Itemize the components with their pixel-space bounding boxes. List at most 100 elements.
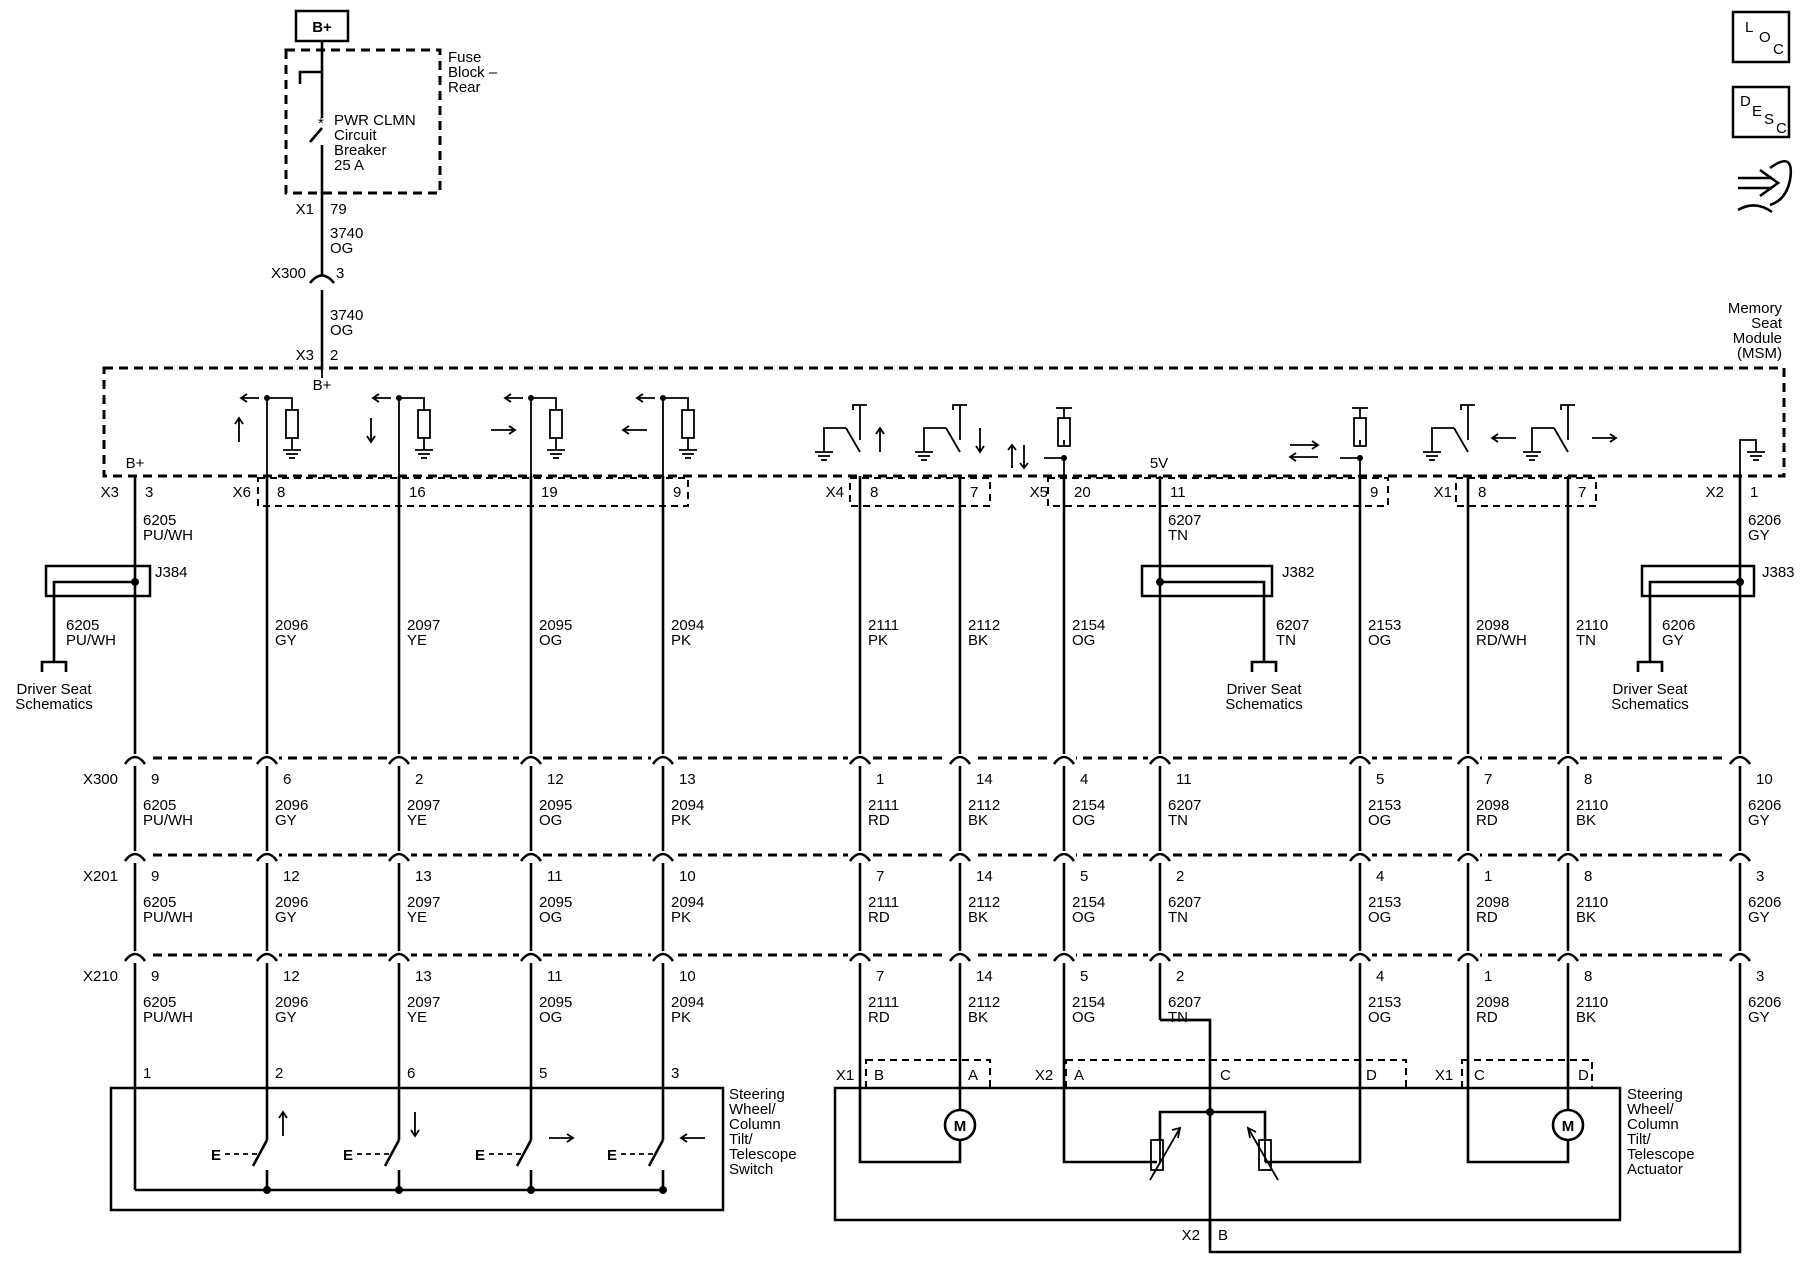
msm-title-1: Memory	[1728, 300, 1783, 317]
seg-wire-color-1-8: TN	[1168, 909, 1188, 926]
seg-wire-num-0-8: 6207	[1168, 797, 1201, 814]
inline-pin-1-5: 7	[876, 868, 884, 885]
msm-connector-7: X5	[1030, 484, 1048, 501]
upper-wire-num-11: 2110	[1576, 617, 1608, 634]
actuator-title-4: Tilt/	[1627, 1131, 1651, 1148]
seg-wire-color-2-6: BK	[968, 1009, 988, 1026]
msm-connector-5: X4	[826, 484, 844, 501]
inline-conn-label-2: X210	[83, 968, 118, 985]
breaker-line-4: 25 A	[334, 157, 364, 174]
switch-title-3: Column	[729, 1116, 781, 1133]
seg-wire-num-1-11: 2110	[1576, 894, 1608, 911]
msm-pin-6: 7	[970, 484, 978, 501]
upper-wire-num-7: 2154	[1072, 617, 1105, 634]
inline-pin-0-9: 5	[1376, 771, 1384, 788]
act-x2: X2	[1035, 1067, 1053, 1084]
seg-wire-num-2-8: 6207	[1168, 994, 1201, 1011]
splice-j384	[44, 564, 152, 598]
seg-wire-color-1-9: OG	[1368, 909, 1391, 926]
upper-wire-color-5: PK	[868, 632, 888, 649]
tilt-telescope-switch: Steering Wheel/ Column Tilt/ Telescope S…	[109, 1086, 797, 1212]
seg-wire-num-1-5: 2111	[868, 894, 899, 911]
loc-letter-c: C	[1773, 41, 1784, 58]
splice-schematic-2-1: Schematics	[1225, 696, 1303, 713]
act-pin-a: A	[968, 1067, 978, 1084]
act-x1-pin-c: C	[1474, 1067, 1485, 1084]
upper-wire-color-11: TN	[1576, 632, 1596, 649]
seg-wire-color-2-9: OG	[1368, 1009, 1391, 1026]
desc-letter-s: S	[1764, 111, 1774, 128]
telescope-position-arrows-icon	[1288, 440, 1320, 462]
fuse-block-line-3: Rear	[448, 79, 481, 96]
msm-pin-5: 8	[870, 484, 878, 501]
seg-wire-color-2-10: RD	[1476, 1009, 1498, 1026]
x1-connector-label: X1	[296, 201, 314, 218]
seg-wire-color-2-1: GY	[275, 1009, 297, 1026]
inline-pin-1-2: 13	[415, 868, 432, 885]
seg-wire-color-1-11: BK	[1576, 909, 1596, 926]
seg-wire-num-0-1: 2096	[275, 797, 308, 814]
inline-pin-0-0: 9	[151, 771, 159, 788]
tilt-motor-label: M	[954, 1118, 967, 1135]
seg-wire-color-2-2: YE	[407, 1009, 427, 1026]
msm-pin-4: 9	[673, 484, 681, 501]
breaker-line-3: Breaker	[334, 142, 387, 159]
msm-pin-0: 3	[145, 484, 153, 501]
msm-pin-9: 9	[1370, 484, 1378, 501]
switch-title-5: Telescope	[729, 1146, 797, 1163]
seg-wire-num-0-0: 6205	[143, 797, 176, 814]
seg-wire-color-2-11: BK	[1576, 1009, 1596, 1026]
seg-wire-color-0-10: RD	[1476, 812, 1498, 829]
seg-wire-num-1-10: 2098	[1476, 894, 1509, 911]
upper-wire-num-1: 2096	[275, 617, 308, 634]
inline-conn-label-1: X201	[83, 868, 118, 885]
act-x2-bottom-pin: B	[1218, 1227, 1228, 1244]
switch-pin-4: 3	[671, 1065, 679, 1082]
actuator-title-1: Steering	[1627, 1086, 1683, 1103]
inline-pin-2-0: 9	[151, 968, 159, 985]
seg-wire-num-1-12: 6206	[1748, 894, 1781, 911]
fuse-block-line-2: Block –	[448, 64, 498, 81]
seg-wire-color-1-6: BK	[968, 909, 988, 926]
seg-wire-color-1-1: GY	[275, 909, 297, 926]
inline-pin-1-4: 10	[679, 868, 696, 885]
loc-icon[interactable]	[1731, 10, 1791, 64]
splice-j382	[1140, 564, 1274, 598]
splice-schematic-1-1: Driver Seat	[1226, 681, 1302, 698]
tilt-position-arrows-icon	[1007, 443, 1029, 470]
inline-pin-0-11: 8	[1584, 771, 1592, 788]
power-feed: B+ Fuse Block – Rear * PWR CLMN Circuit …	[271, 9, 498, 394]
breaker-line-1: PWR CLMN	[334, 112, 416, 129]
seg-wire-num-2-5: 2111	[868, 994, 899, 1011]
msm-outline	[102, 366, 1786, 478]
splice-j383	[1640, 564, 1756, 598]
seg-wire-num-2-6: 2112	[968, 994, 1000, 1011]
msm-title-2: Seat	[1751, 315, 1783, 332]
seg-wire-num-2-10: 2098	[1476, 994, 1509, 1011]
inline-pin-2-1: 12	[283, 968, 300, 985]
seg-wire-color-0-12: GY	[1748, 812, 1770, 829]
fuse-block-line-1: Fuse	[448, 49, 481, 66]
splice-name-0: J384	[155, 564, 188, 581]
desc-icon[interactable]	[1731, 85, 1791, 139]
tilt-sensor-icon	[1150, 1139, 1164, 1171]
connector-hand-icon[interactable]	[1737, 159, 1793, 214]
seg-wire-num-1-3: 2095	[539, 894, 572, 911]
seg-wire-num-2-2: 2097	[407, 994, 440, 1011]
msm-pin-7: 20	[1074, 484, 1091, 501]
inline-pin-2-6: 14	[976, 968, 993, 985]
seg-wire-num-0-7: 2154	[1072, 797, 1105, 814]
upper-wire-num-6: 2112	[968, 617, 1000, 634]
inline-pin-2-11: 8	[1584, 968, 1592, 985]
msm-pin-12: 1	[1750, 484, 1758, 501]
inline-pin-1-3: 11	[547, 868, 563, 885]
x3-connector-label: X3	[296, 347, 314, 364]
seg-wire-color-0-1: GY	[275, 812, 297, 829]
seg-wire-num-1-6: 2112	[968, 894, 1000, 911]
seg-wire-num-2-9: 2153	[1368, 994, 1401, 1011]
circuit-breaker-icon: *	[298, 50, 324, 275]
seg-wire-num-0-2: 2097	[407, 797, 440, 814]
upper-wire-color-2: YE	[407, 632, 427, 649]
seg-wire-num-0-11: 2110	[1576, 797, 1608, 814]
actuator-title-2: Wheel/	[1627, 1101, 1675, 1118]
